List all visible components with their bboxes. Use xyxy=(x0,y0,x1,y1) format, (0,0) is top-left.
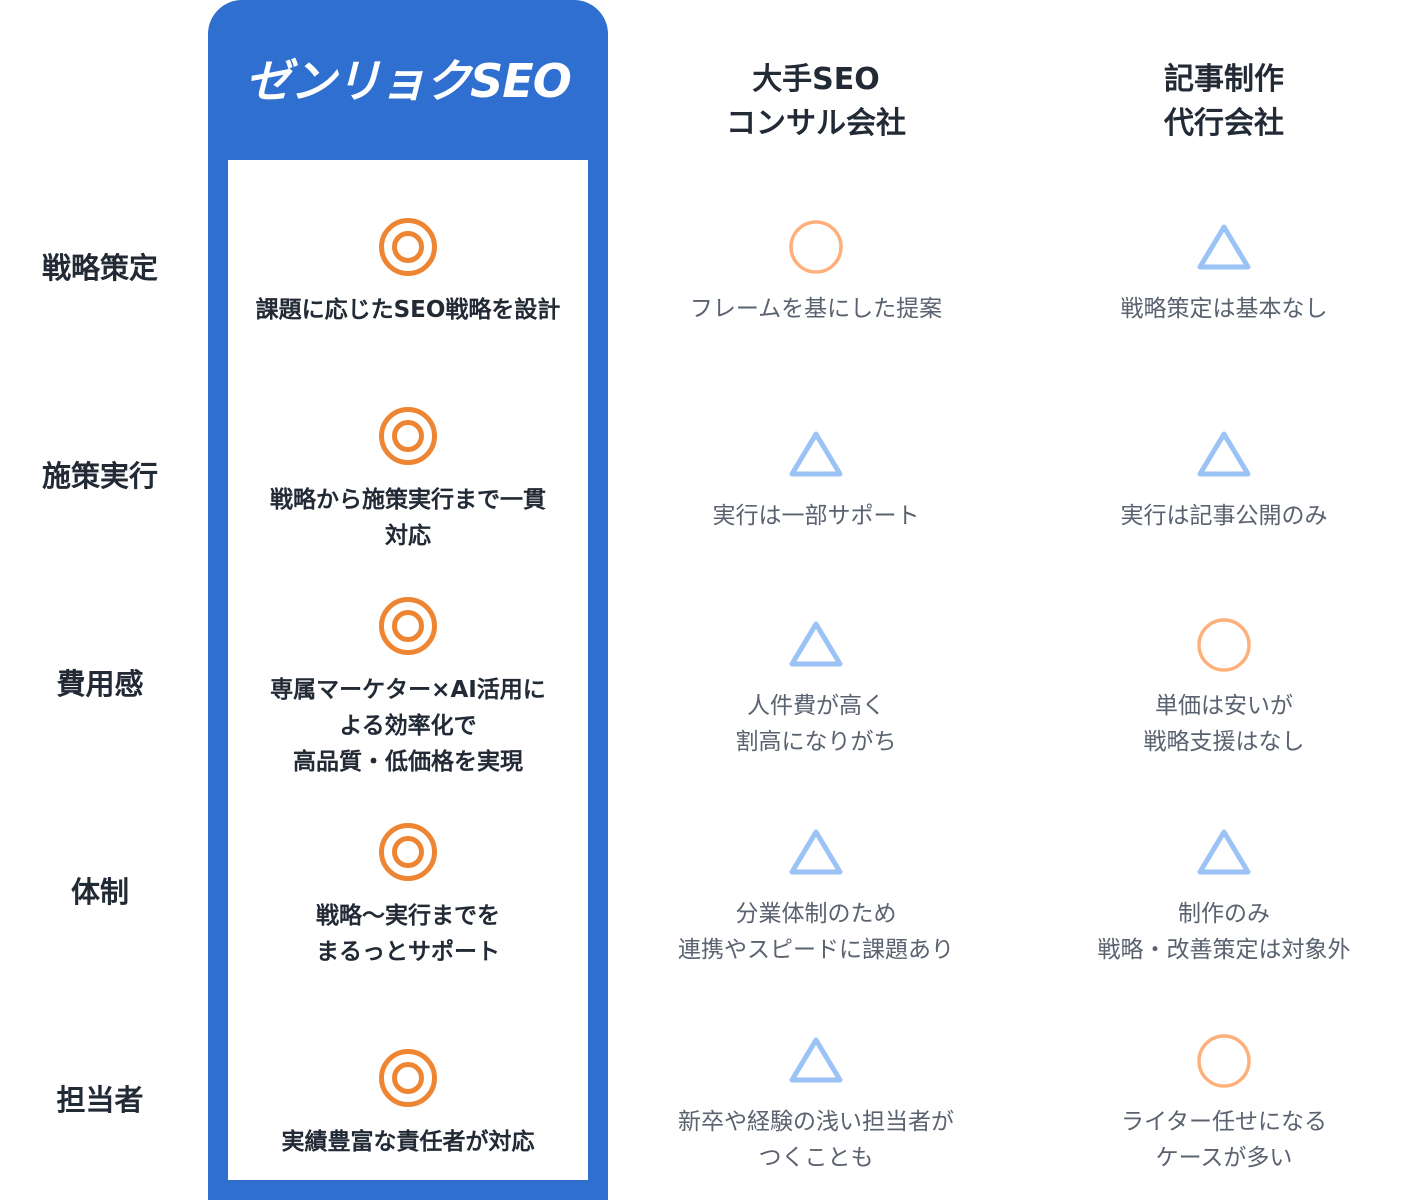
row-label-structure: 体制 xyxy=(70,875,129,909)
row-label-strategy: 戦略策定 xyxy=(41,251,158,285)
triangle-icon xyxy=(789,431,843,477)
double-circle-icon xyxy=(379,1049,437,1107)
triangle-icon xyxy=(789,1037,843,1083)
triangle-icon xyxy=(1197,829,1251,875)
double-circle-icon xyxy=(379,407,437,465)
featured-cell-execution: 戦略から施策実行まで一貫 対応 xyxy=(270,487,546,549)
competitor-b-cell-strategy: 戦略策定は基本なし xyxy=(1120,296,1328,322)
circle-icon xyxy=(1197,1034,1251,1088)
triangle-icon xyxy=(789,829,843,875)
row-label-execution: 施策実行 xyxy=(41,459,158,493)
featured-column: ゼンリョクSEO xyxy=(208,0,608,1200)
competitor-b-cell-cost: 単価は安いが 戦略支援はなし xyxy=(1143,693,1305,755)
double-circle-icon xyxy=(379,218,437,276)
competitor-a-cell-cost: 人件費が高く 割高になりがち xyxy=(735,693,897,755)
featured-column-body xyxy=(228,160,588,1180)
triangle-icon xyxy=(1197,224,1251,270)
competitor-b-cell-structure: 制作のみ 戦略・改善策定は対象外 xyxy=(1097,901,1351,963)
competitor-b-cell-staff: ライター任せになる ケースが多い xyxy=(1120,1109,1328,1171)
featured-cell-strategy: 課題に応じたSEO戦略を設計 xyxy=(255,297,561,323)
competitor-b-cell-execution: 実行は記事公開のみ xyxy=(1120,503,1328,529)
triangle-icon xyxy=(1197,431,1251,477)
column-header-competitor-b: 記事制作 代行会社 xyxy=(1164,62,1284,141)
featured-cell-structure: 戦略〜実行までを まるっとサポート xyxy=(316,903,500,965)
triangle-icon xyxy=(789,621,843,667)
featured-cell-staff: 実績豊富な責任者が対応 xyxy=(281,1129,535,1155)
featured-cell-cost: 専属マーケター×AI活用に よる効率化で 高品質・低価格を実現 xyxy=(270,677,546,775)
double-circle-icon xyxy=(379,597,437,655)
column-header-competitor-a: 大手SEO コンサル会社 xyxy=(726,62,906,141)
competitor-a-cell-staff: 新卒や経験の浅い担当者が つくことも xyxy=(678,1109,954,1171)
competitor-a-cell-execution: 実行は一部サポート xyxy=(712,503,920,529)
circle-icon xyxy=(1197,618,1251,672)
row-label-cost: 費用感 xyxy=(56,667,144,701)
featured-column-title: ゼンリョクSEO xyxy=(245,54,572,108)
circle-icon xyxy=(789,220,843,274)
competitor-a-cell-structure: 分業体制のため 連携やスピードに課題あり xyxy=(678,901,954,963)
row-label-staff: 担当者 xyxy=(56,1083,144,1117)
double-circle-icon xyxy=(379,823,437,881)
competitor-a-cell-strategy: フレームを基にした提案 xyxy=(689,296,943,322)
